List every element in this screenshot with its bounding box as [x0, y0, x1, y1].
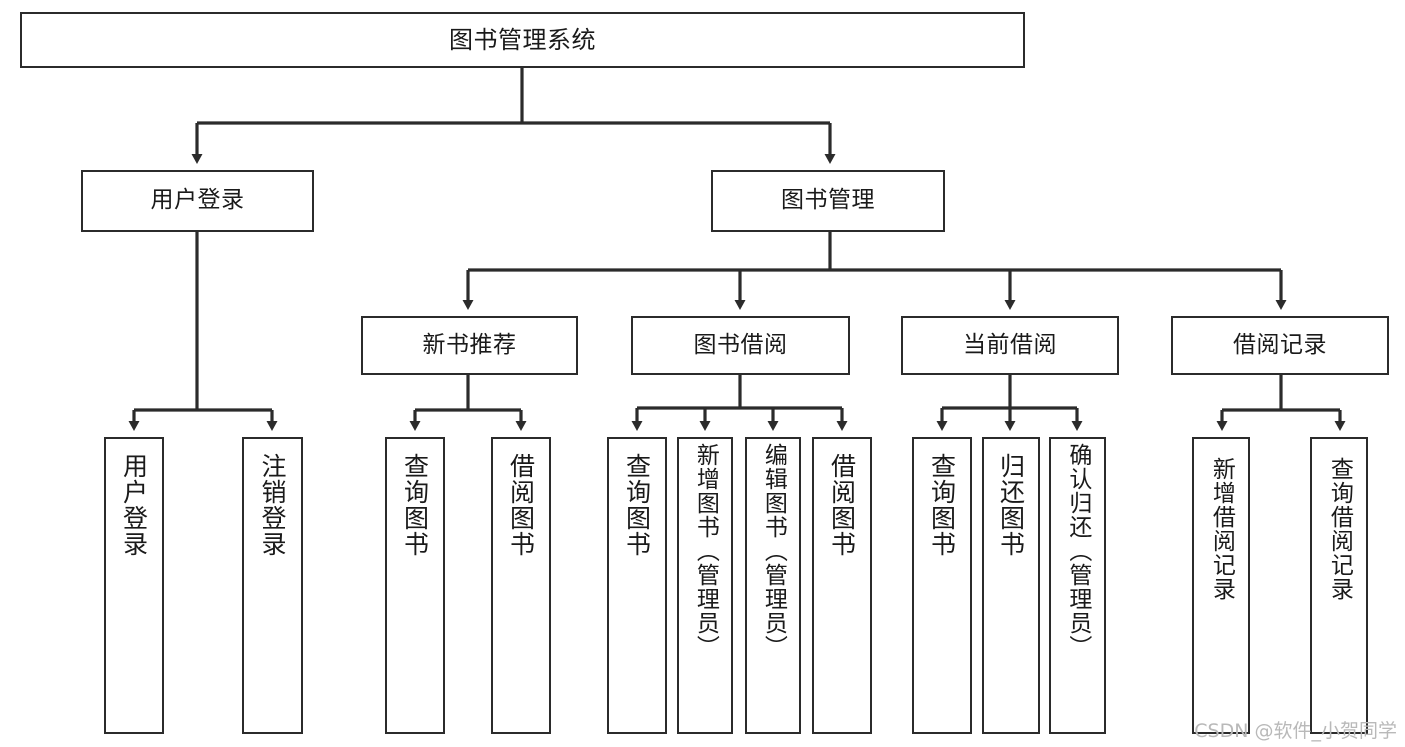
node-label: 图书借阅 [693, 331, 788, 358]
node-label: 借阅图书 [827, 453, 857, 557]
node-label: 确认归还（管理员） [1064, 443, 1091, 659]
node-label: 归还图书 [996, 453, 1026, 557]
node-label: 编辑图书（管理员） [760, 443, 787, 659]
node-label: 借阅图书 [506, 453, 536, 557]
node-current-borrow[interactable]: 当前借阅 [901, 316, 1119, 375]
node-user-login[interactable]: 用户登录 [81, 170, 314, 232]
watermark-text: CSDN @软件_小贺同学 [1194, 720, 1397, 742]
node-new-book-recommendation[interactable]: 新书推荐 [361, 316, 578, 375]
leaf-current-query-book[interactable]: 查询图书 [912, 437, 972, 734]
leaf-borrow-edit-book-admin[interactable]: 编辑图书（管理员） [745, 437, 801, 734]
leaf-current-confirm-return-admin[interactable]: 确认归还（管理员） [1049, 437, 1106, 734]
node-label: 图书管理 [781, 187, 875, 214]
leaf-user-login-logout[interactable]: 注销登录 [242, 437, 303, 734]
node-label: 用户登录 [119, 453, 149, 557]
leaf-borrow-borrow-book[interactable]: 借阅图书 [812, 437, 872, 734]
leaf-borrow-query-book[interactable]: 查询图书 [607, 437, 667, 734]
node-label: 用户登录 [150, 187, 245, 214]
leaf-new-book-query[interactable]: 查询图书 [385, 437, 445, 734]
node-label: 查询借阅记录 [1326, 457, 1353, 601]
node-label: 注销登录 [258, 453, 287, 557]
node-label: 图书管理系统 [449, 25, 596, 54]
node-label: 查询图书 [622, 453, 652, 557]
node-label: 查询图书 [400, 453, 430, 557]
node-label: 新书推荐 [422, 331, 517, 358]
node-book-management[interactable]: 图书管理 [711, 170, 945, 232]
node-label: 查询图书 [927, 453, 957, 557]
leaf-record-add-record[interactable]: 新增借阅记录 [1192, 437, 1250, 734]
node-label: 借阅记录 [1233, 331, 1327, 358]
leaf-record-query-record[interactable]: 查询借阅记录 [1310, 437, 1368, 734]
node-root-system[interactable]: 图书管理系统 [20, 12, 1025, 68]
leaf-current-return-book[interactable]: 归还图书 [982, 437, 1040, 734]
leaf-new-book-borrow[interactable]: 借阅图书 [491, 437, 551, 734]
node-label: 当前借阅 [963, 331, 1057, 358]
leaf-borrow-add-book-admin[interactable]: 新增图书（管理员） [677, 437, 733, 734]
leaf-user-login-login[interactable]: 用户登录 [104, 437, 164, 734]
node-borrow-record[interactable]: 借阅记录 [1171, 316, 1389, 375]
node-label: 新增借阅记录 [1208, 457, 1235, 601]
node-label: 新增图书（管理员） [692, 443, 719, 659]
node-book-borrow[interactable]: 图书借阅 [631, 316, 850, 375]
